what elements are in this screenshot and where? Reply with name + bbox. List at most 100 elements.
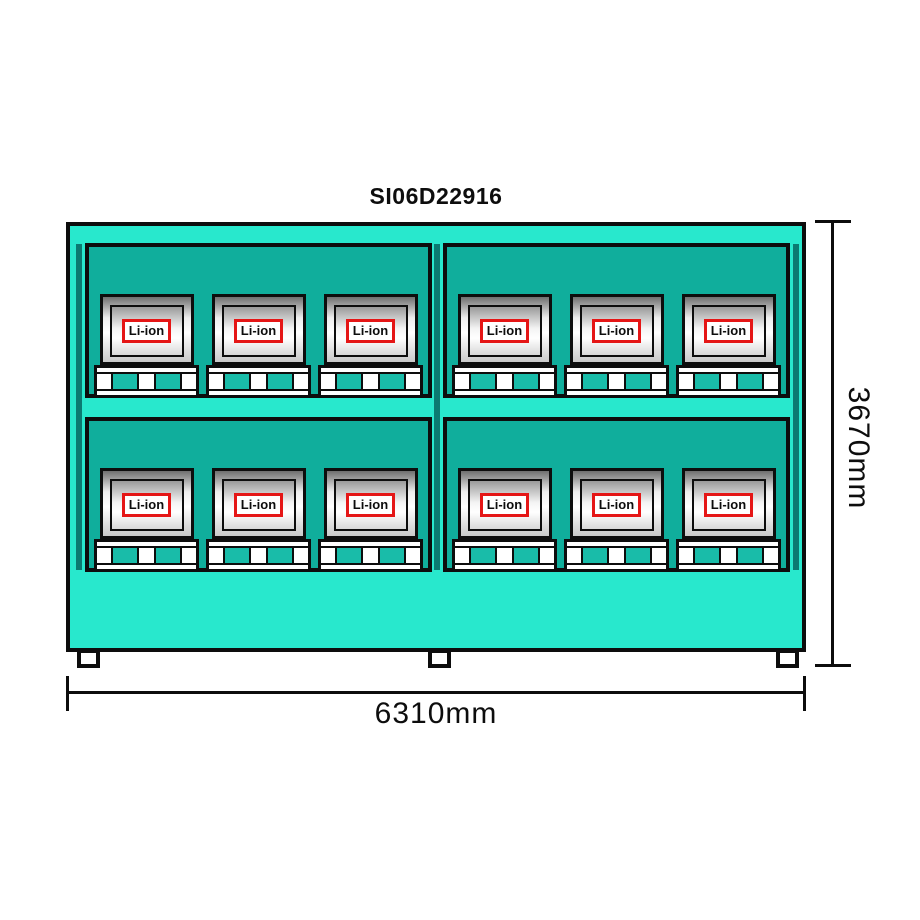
li-ion-label: Li-ion [591, 492, 642, 518]
pallet-gap [625, 548, 650, 563]
pallet-gap [471, 548, 496, 563]
pallet-top-deck [321, 368, 420, 372]
pallet-block [251, 374, 266, 389]
battery-container: Li-ion [681, 294, 776, 365]
battery-container: Li-ion [569, 294, 664, 365]
battery-unit: Li-ion [318, 468, 423, 572]
battery-front-panel: Li-ion [109, 305, 184, 357]
frame-post-left [76, 244, 82, 570]
pallet [452, 539, 557, 572]
pallet-block [721, 374, 736, 389]
battery-unit: Li-ion [676, 294, 781, 398]
battery-container: Li-ion [569, 468, 664, 539]
compartment-bottom-left: Li-ion Li-ion [85, 417, 432, 572]
pallet-block [609, 548, 624, 563]
pallet-gap [513, 374, 538, 389]
cabinet-foot-center [428, 649, 451, 668]
battery-unit: Li-ion [452, 468, 557, 572]
frame-post-middle [434, 244, 440, 570]
pallet-top-deck [97, 368, 196, 372]
pallet [206, 539, 311, 572]
pallet [318, 539, 423, 572]
pallet-gap [113, 548, 138, 563]
li-ion-label: Li-ion [233, 318, 284, 344]
battery-front-panel: Li-ion [221, 305, 296, 357]
pallet-top-deck [97, 542, 196, 546]
li-ion-label: Li-ion [703, 318, 754, 344]
pallet-block [209, 548, 224, 563]
pallet-bottom-deck [679, 565, 778, 569]
pallet-block [609, 374, 624, 389]
pallet-block [679, 548, 694, 563]
pallet-gap [379, 548, 404, 563]
pallet-gap [267, 548, 292, 563]
width-dimension-line [66, 691, 806, 694]
pallet-gap [513, 548, 538, 563]
pallet-gap [113, 374, 138, 389]
pallet-block [321, 374, 336, 389]
cabinet-outline: Li-ion Li-ion [66, 222, 806, 652]
li-ion-label: Li-ion [591, 318, 642, 344]
pallet-bottom-deck [321, 391, 420, 395]
pallet-gap [379, 374, 404, 389]
unit-row: Li-ion Li-ion [447, 294, 786, 398]
pallet [94, 365, 199, 398]
pallet-bottom-deck [679, 391, 778, 395]
cabinet-foot-left [77, 649, 100, 668]
width-dimension-cap-right [803, 676, 806, 711]
pallet [206, 365, 311, 398]
compartment-bottom-right: Li-ion Li-ion [443, 417, 790, 572]
li-ion-label: Li-ion [479, 318, 530, 344]
pallet-gap [737, 548, 762, 563]
battery-front-panel: Li-ion [579, 479, 654, 531]
battery-unit: Li-ion [206, 294, 311, 398]
height-dimension-cap-bottom [815, 664, 851, 667]
pallet-blocks [321, 374, 420, 389]
pallet-block [181, 548, 196, 563]
pallet [676, 365, 781, 398]
pallet-blocks [679, 374, 778, 389]
li-ion-label: Li-ion [479, 492, 530, 518]
unit-row: Li-ion Li-ion [447, 468, 786, 572]
pallet-block [539, 374, 554, 389]
battery-front-panel: Li-ion [691, 305, 766, 357]
pallet-bottom-deck [209, 391, 308, 395]
battery-unit: Li-ion [94, 468, 199, 572]
pallet-top-deck [209, 368, 308, 372]
pallet-top-deck [567, 542, 666, 546]
pallet-top-deck [455, 542, 554, 546]
pallet-blocks [567, 374, 666, 389]
pallet-block [363, 548, 378, 563]
pallet-block [497, 374, 512, 389]
pallet-bottom-deck [567, 565, 666, 569]
pallet-gap [225, 374, 250, 389]
pallet-bottom-deck [97, 391, 196, 395]
pallet-gap [337, 374, 362, 389]
pallet-blocks [455, 374, 554, 389]
pallet [452, 365, 557, 398]
battery-unit: Li-ion [94, 294, 199, 398]
li-ion-label: Li-ion [345, 318, 396, 344]
pallet-gap [267, 374, 292, 389]
pallet-block [251, 548, 266, 563]
battery-front-panel: Li-ion [333, 305, 408, 357]
battery-container: Li-ion [681, 468, 776, 539]
pallet-block [363, 374, 378, 389]
pallet [564, 365, 669, 398]
width-dimension-cap-left [66, 676, 69, 711]
battery-unit: Li-ion [564, 294, 669, 398]
pallet-bottom-deck [97, 565, 196, 569]
pallet-block [651, 548, 666, 563]
battery-front-panel: Li-ion [467, 305, 542, 357]
pallet-block [139, 548, 154, 563]
cabinet-foot-right [776, 649, 799, 668]
pallet-block [455, 548, 470, 563]
pallet-block [567, 548, 582, 563]
battery-container: Li-ion [99, 468, 194, 539]
pallet-gap [695, 374, 720, 389]
drawing-title: SI06D22916 [369, 183, 503, 209]
pallet-top-deck [679, 542, 778, 546]
pallet-blocks [567, 548, 666, 563]
pallet-top-deck [321, 542, 420, 546]
pallet-block [181, 374, 196, 389]
